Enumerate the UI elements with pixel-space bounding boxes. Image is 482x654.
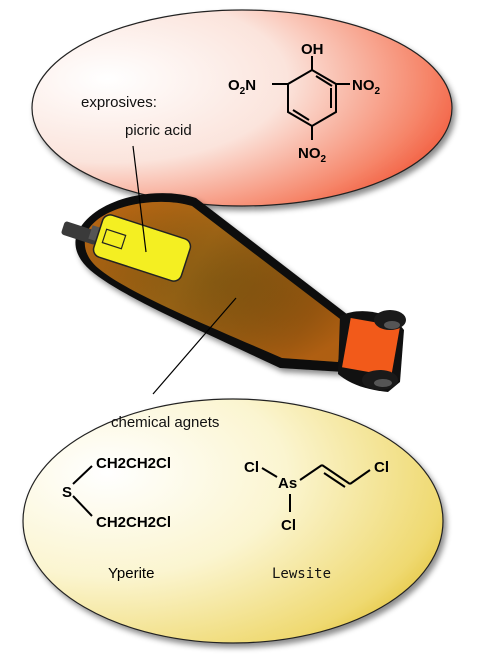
picric-acid-label: picric acid — [125, 122, 192, 139]
tail-fins — [338, 310, 406, 392]
agents-leader-line — [152, 297, 237, 395]
picric-no2-bottom: NO2 — [298, 145, 327, 165]
lewsite-cl-left: Cl — [244, 459, 259, 476]
lewsite-structure: Cl As Cl Cl — [244, 459, 389, 534]
artillery-shell — [61, 193, 406, 392]
chemical-agents-bubble — [22, 398, 444, 644]
yperite-label: Yperite — [108, 565, 154, 582]
chemical-agents-label: chemical agnets — [111, 414, 219, 431]
explosives-bubble — [31, 9, 453, 207]
explosive-chamber — [92, 214, 192, 282]
lewsite-as: As — [278, 475, 297, 492]
yperite-chain-top: CH2CH2Cl — [96, 455, 171, 472]
yperite-chain-bottom: CH2CH2Cl — [96, 514, 171, 531]
picric-acid-structure: OH O2N NO2 NO2 — [228, 41, 381, 165]
lewsite-label: Lewsite — [272, 566, 331, 582]
lewsite-cl-bottom: Cl — [281, 517, 296, 534]
yperite-s: S — [62, 484, 72, 501]
lewsite-cl-right: Cl — [374, 459, 389, 476]
picric-oh: OH — [301, 41, 324, 58]
yperite-structure: S CH2CH2Cl CH2CH2Cl — [62, 455, 171, 531]
explosives-label: exprosives: — [81, 94, 157, 111]
picric-leader-line — [132, 145, 147, 253]
picric-no2-right: NO2 — [352, 77, 381, 97]
picric-no2-left: O2N — [228, 77, 256, 97]
